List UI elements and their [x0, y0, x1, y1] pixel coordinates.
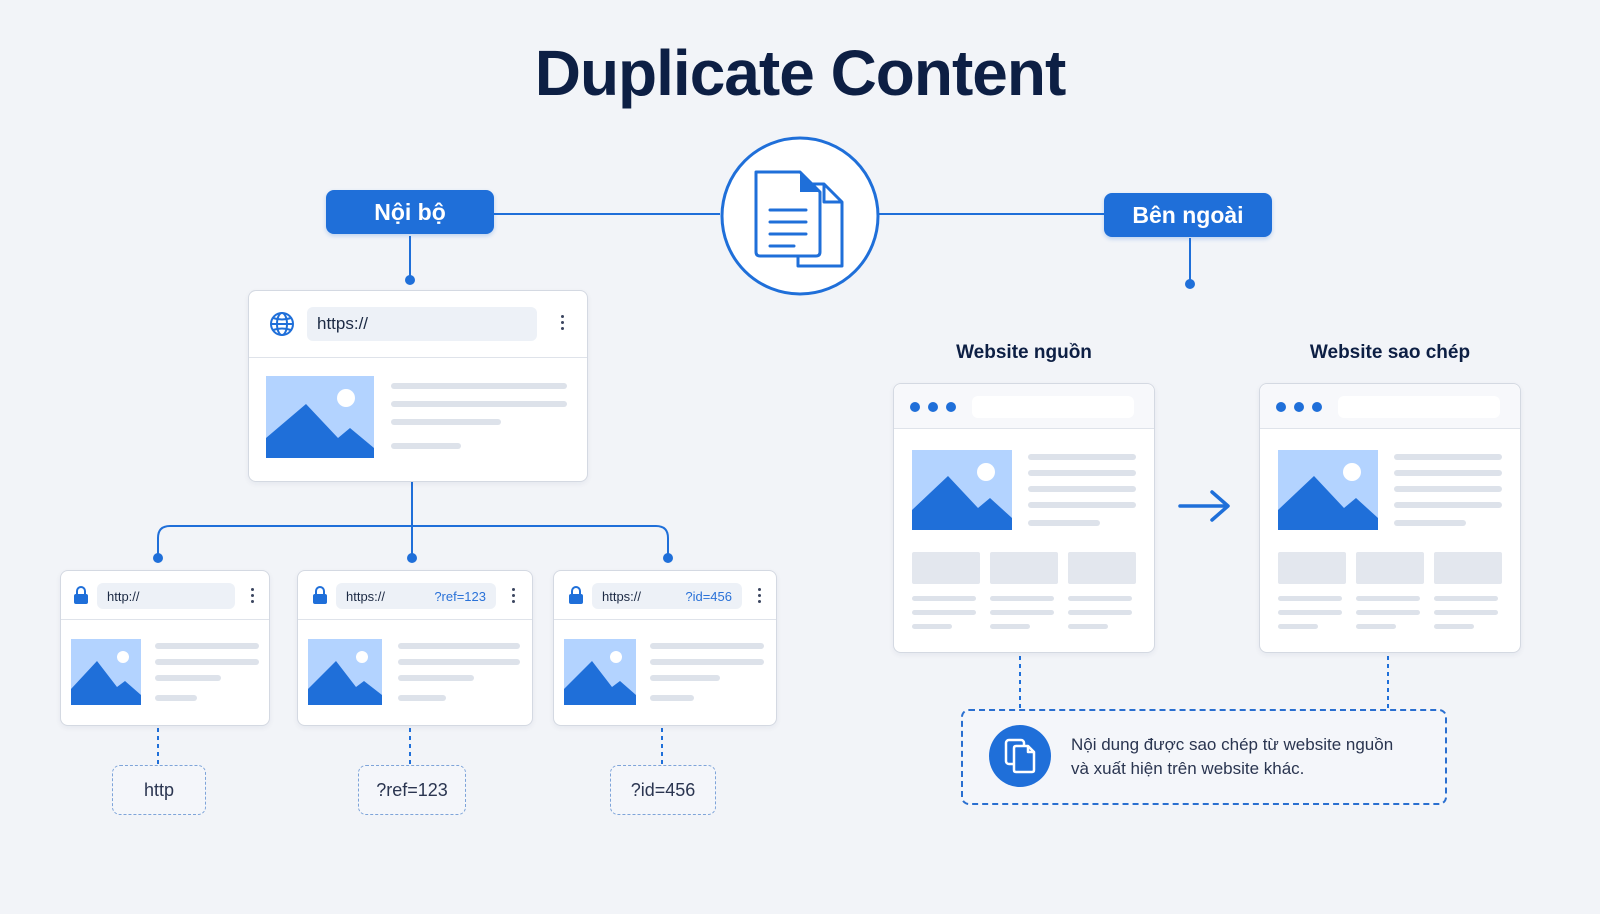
- lock-icon: [74, 586, 88, 604]
- copy-note-text: Nội dung được sao chép từ website nguồn …: [1071, 733, 1431, 781]
- variant-window-ref: https:// ?ref=123: [297, 570, 533, 726]
- url-text: https://: [317, 314, 369, 333]
- source-website-window: [893, 383, 1155, 653]
- arrow-right-icon: [1178, 490, 1230, 522]
- url-bar[interactable]: http://: [97, 583, 235, 609]
- window-controls: [910, 402, 956, 412]
- variant-tag-ref: ?ref=123: [358, 765, 466, 815]
- image-placeholder-icon: [266, 376, 374, 458]
- url-text: https://: [346, 588, 386, 604]
- image-placeholder-icon: [564, 639, 636, 705]
- menu-icon[interactable]: [561, 315, 565, 333]
- main-browser-window: https://: [248, 290, 588, 482]
- menu-icon[interactable]: [251, 588, 255, 606]
- duplicate-document-icon: [720, 136, 880, 296]
- image-placeholder-icon: [912, 450, 1012, 530]
- url-param: ?id=456: [685, 588, 732, 604]
- copy-note-box: Nội dung được sao chép từ website nguồn …: [961, 709, 1447, 805]
- menu-icon[interactable]: [758, 588, 762, 606]
- url-bar[interactable]: https://: [307, 307, 537, 341]
- variant-tag-http: http: [112, 765, 206, 815]
- url-bar[interactable]: [1338, 396, 1500, 418]
- url-param: ?ref=123: [434, 588, 486, 604]
- image-placeholder-icon: [71, 639, 141, 705]
- variant-window-id: https:// ?id=456: [553, 570, 777, 726]
- copy-icon: [989, 725, 1051, 787]
- copy-website-caption: Website sao chép: [1309, 342, 1471, 363]
- lock-icon: [569, 586, 583, 604]
- url-bar[interactable]: https:// ?id=456: [592, 583, 742, 609]
- url-text: https://: [602, 588, 642, 604]
- image-placeholder-icon: [308, 639, 382, 705]
- lock-icon: [313, 586, 327, 604]
- url-text: http://: [107, 588, 140, 604]
- image-placeholder-icon: [1278, 450, 1378, 530]
- variant-tag-id: ?id=456: [610, 765, 716, 815]
- url-bar[interactable]: https:// ?ref=123: [336, 583, 496, 609]
- page-title: Duplicate Content: [534, 37, 1067, 109]
- menu-icon[interactable]: [512, 588, 516, 606]
- copy-note-line-1: Nội dung được sao chép từ website nguồn: [1071, 735, 1394, 754]
- window-controls: [1276, 402, 1322, 412]
- url-bar[interactable]: [972, 396, 1134, 418]
- external-label: Bên ngoài: [1104, 193, 1272, 237]
- copy-website-window: [1259, 383, 1521, 653]
- variant-window-http: http://: [60, 570, 270, 726]
- source-website-caption: Website nguồn: [956, 342, 1092, 363]
- globe-icon: [270, 312, 294, 336]
- internal-label: Nội bộ: [326, 190, 494, 234]
- copy-note-line-2: và xuất hiện trên website khác.: [1071, 759, 1305, 778]
